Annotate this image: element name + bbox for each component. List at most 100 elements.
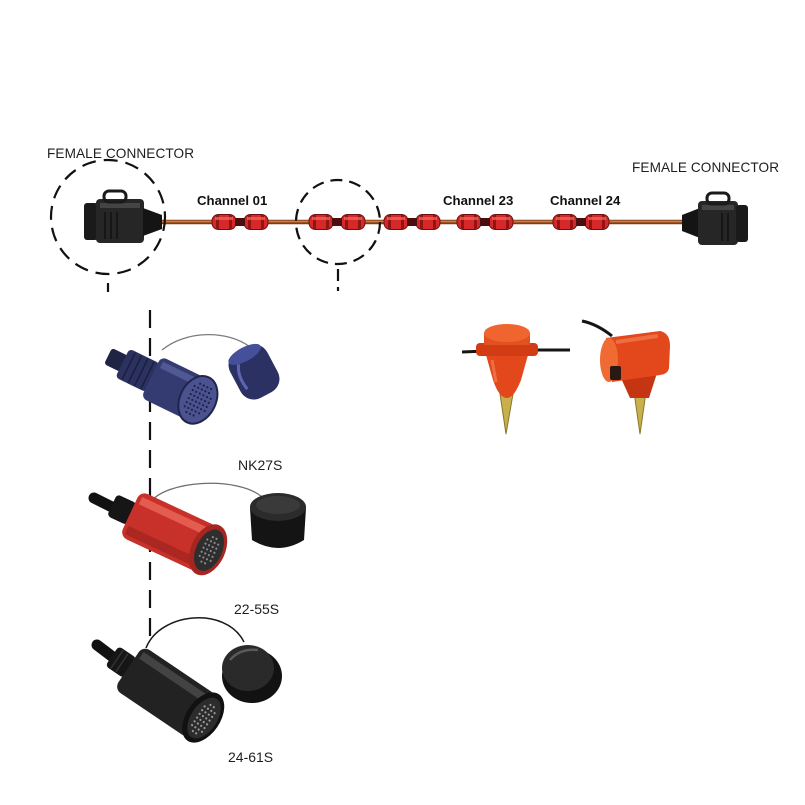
- shell-highlight: [100, 203, 140, 208]
- contact-pin: [205, 558, 209, 561]
- shell-highlight: [702, 205, 734, 210]
- contact-pin: [198, 412, 201, 415]
- takeout: [308, 214, 366, 230]
- contact-pin: [207, 554, 210, 557]
- channel-label-01: Channel 01: [197, 193, 267, 208]
- contact-pin: [204, 390, 207, 393]
- contact-pin: [211, 545, 214, 549]
- geophone-1: [461, 324, 570, 435]
- boot-rib: [115, 653, 129, 673]
- contact-pin: [202, 384, 205, 387]
- contact-pin: [185, 401, 188, 404]
- contact-pin: [191, 729, 194, 733]
- contact-pin: [194, 410, 197, 413]
- contact-pin: [193, 720, 196, 723]
- contact-pin: [197, 386, 200, 389]
- contact-pin: [198, 402, 201, 405]
- contact-pin: [213, 551, 216, 554]
- contact-pin: [195, 732, 198, 735]
- channel-label-23: Channel 23: [443, 193, 513, 208]
- contact-pin: [211, 536, 214, 539]
- geophone-highlight: [615, 334, 659, 344]
- geophone-lead: [581, 319, 613, 338]
- connector-boot: [682, 208, 700, 238]
- nut-rib: [134, 358, 149, 387]
- contact-pin: [207, 544, 211, 547]
- contact-pins: [198, 536, 220, 565]
- contact-pin: [191, 398, 194, 401]
- takeout-channel-24: [552, 214, 610, 230]
- nut-rib: [121, 352, 136, 380]
- connector-cap: [84, 203, 98, 240]
- contact-pin: [200, 398, 203, 401]
- nk27s-dust-cap: [228, 343, 280, 400]
- nk27s-label: NK27S: [238, 457, 282, 473]
- takeout: [383, 214, 441, 230]
- contact-pin: [209, 387, 213, 391]
- 24-61s-label: 24-61S: [228, 749, 273, 765]
- nk27s-lanyard: [161, 333, 251, 351]
- 22-55s-connector: [108, 493, 228, 576]
- connector-cap: [736, 205, 748, 242]
- contact-pin: [213, 712, 216, 715]
- contact-pin: [215, 547, 218, 550]
- takeout-channel-23: [456, 214, 514, 230]
- callout-circle-end-connector: [49, 158, 167, 276]
- contact-pin: [202, 720, 205, 724]
- contact-pin: [209, 549, 212, 553]
- contact-pin: [209, 559, 212, 563]
- channel-label-24: Channel 24: [550, 193, 621, 208]
- contact-pin: [198, 554, 201, 557]
- contact-pins: [183, 382, 213, 417]
- contact-pin: [203, 562, 207, 565]
- connector-shell: [96, 199, 144, 243]
- cap-face: [222, 645, 274, 691]
- 24-61s-dust-cap: [222, 645, 282, 703]
- contact-pin: [200, 560, 203, 563]
- contact-pin: [202, 546, 205, 549]
- contact-pin: [203, 705, 206, 708]
- contact-pin: [189, 392, 192, 396]
- right-connector-label: FEMALE CONNECTOR: [632, 160, 779, 175]
- contact-pin: [203, 409, 206, 413]
- nut-rib: [140, 361, 155, 390]
- contact-pin: [203, 400, 207, 403]
- geophone-highlight: [490, 359, 498, 383]
- contact-pin: [202, 556, 205, 559]
- nut-rib: [127, 355, 143, 383]
- left-connector-label: FEMALE CONNECTOR: [47, 146, 194, 161]
- takeout-channel-01: [211, 214, 269, 230]
- contact-pin: [204, 552, 207, 555]
- contact-pin: [185, 410, 188, 414]
- cap-highlight: [229, 648, 259, 661]
- contact-pin: [197, 728, 200, 731]
- contact-pin: [200, 730, 204, 733]
- contact-pin: [198, 712, 201, 715]
- contact-pin: [198, 392, 201, 395]
- body-highlight: [139, 652, 212, 705]
- contact-pin: [201, 709, 204, 712]
- geophone-flange: [476, 343, 538, 356]
- callout-circle-takeout: [294, 178, 382, 266]
- contact-pin: [200, 388, 203, 391]
- body-highlight: [138, 497, 213, 538]
- contact-pin: [210, 709, 213, 712]
- contact-pin: [205, 395, 209, 399]
- 24-61s-connector: [106, 647, 225, 743]
- contact-pin: [204, 542, 207, 545]
- contact-pin: [192, 414, 195, 417]
- body-shade: [124, 526, 200, 568]
- contact-pin: [207, 401, 210, 404]
- contact-pin: [187, 406, 190, 410]
- contact-pin: [212, 706, 215, 709]
- contact-pin: [208, 719, 211, 722]
- contact-pin: [196, 722, 199, 725]
- contact-pin: [188, 412, 192, 415]
- geophone-case-lower: [486, 355, 528, 398]
- contact-pin: [200, 724, 203, 727]
- nk27s-connector: [105, 348, 219, 425]
- contact-pin: [187, 397, 190, 400]
- geophone-2: [581, 319, 670, 435]
